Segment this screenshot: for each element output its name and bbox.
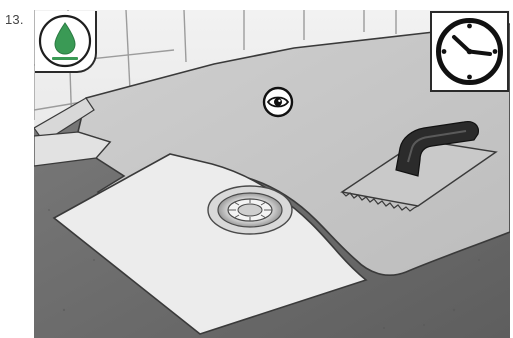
drying-time-badge [430, 11, 509, 92]
eye-icon [262, 86, 294, 118]
step-number: 13. [5, 12, 24, 27]
waterproofing-badge [35, 11, 97, 73]
water-drop-icon [35, 11, 95, 71]
floor-drain [208, 186, 292, 234]
clock-icon [432, 13, 507, 90]
inspect-marker [262, 86, 294, 118]
